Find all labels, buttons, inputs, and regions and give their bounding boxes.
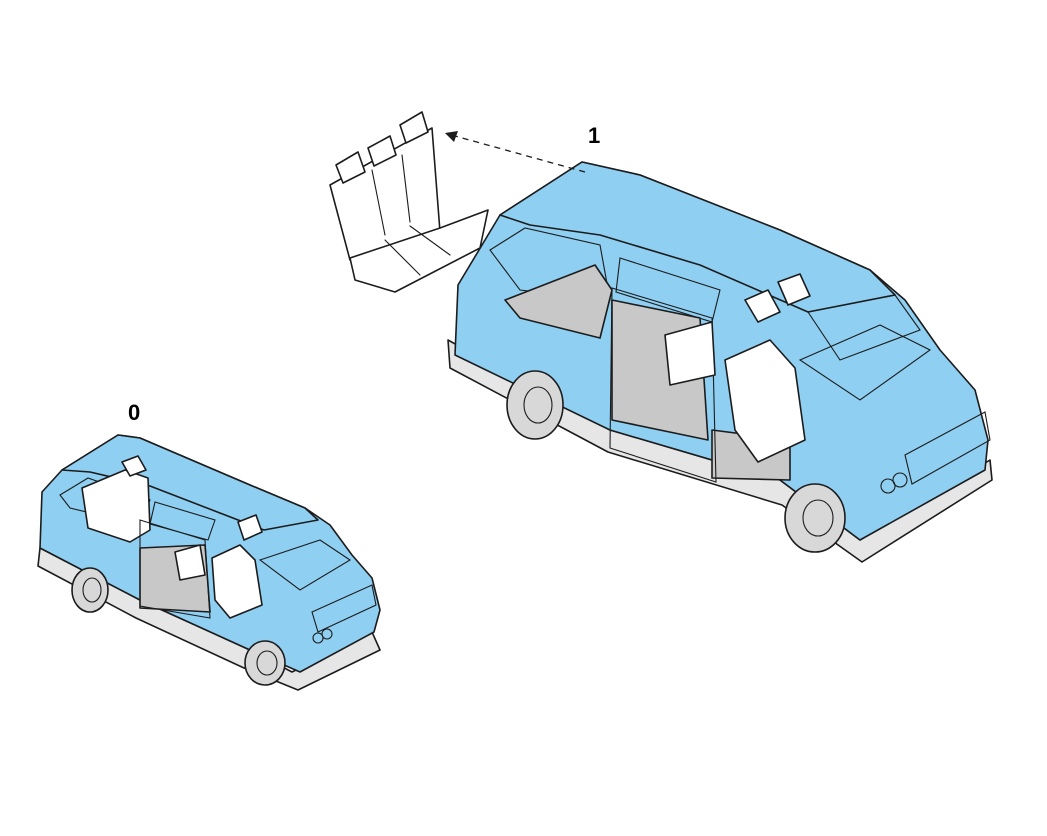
large-van-passenger-seat-headrest — [777, 273, 811, 306]
small-van-headlight-left — [312, 632, 324, 644]
removal-arrow-head — [445, 131, 458, 142]
bench-seat-divider-right — [401, 154, 411, 223]
bench-seat-cushion-divider-right — [409, 225, 451, 256]
van-with-rear-seat — [37, 434, 381, 691]
small-van-rear-seat — [81, 469, 151, 543]
small-van-front-wheel — [244, 640, 286, 686]
callout-label-0: 0 — [128, 400, 140, 425]
small-van-dashboard — [258, 539, 352, 591]
small-van-front-seat — [211, 544, 263, 619]
small-van-passenger-seat — [174, 544, 206, 581]
small-van-mid-window — [149, 501, 216, 541]
bench-seat-headrest-left — [335, 151, 366, 184]
bench-seat-headrest-middle — [367, 135, 397, 167]
large-van-rear-wheel — [506, 370, 564, 440]
small-van-grille — [311, 584, 377, 633]
large-van-front-seat — [724, 339, 806, 463]
small-van-headlight-right — [321, 628, 333, 640]
removal-arrow-shaft — [454, 135, 586, 173]
large-van-grille — [904, 411, 991, 485]
small-van-rear-wheel — [71, 567, 109, 613]
large-van-headlight-left — [880, 478, 896, 494]
rear-bench-seat-icon — [329, 111, 489, 293]
van-rear-seat-removed — [447, 161, 993, 563]
bench-seat-headrest-right — [399, 111, 429, 144]
small-van-front-seat-headrest — [237, 514, 263, 541]
bench-seat-cushion-divider-left — [384, 239, 421, 276]
large-van-windshield — [807, 294, 921, 361]
bench-seat-divider-left — [371, 169, 386, 236]
large-van-front-wheel — [784, 483, 846, 553]
callout-label-1: 1 — [588, 123, 600, 148]
dashed-arrow-icon — [445, 131, 586, 173]
large-van-door-frame — [609, 287, 717, 483]
small-van-door-frame — [139, 519, 211, 619]
large-van-front-seat-headrest — [744, 289, 781, 323]
large-van-dashboard — [798, 324, 932, 401]
large-van-passenger-seat — [664, 321, 716, 386]
large-van-rear-floor — [504, 264, 613, 339]
small-van-rear-seat-headrest — [121, 455, 147, 477]
large-van-rear-window — [489, 227, 611, 301]
bench-seat-cushion — [349, 209, 489, 293]
large-van-headlight-right — [892, 472, 908, 488]
